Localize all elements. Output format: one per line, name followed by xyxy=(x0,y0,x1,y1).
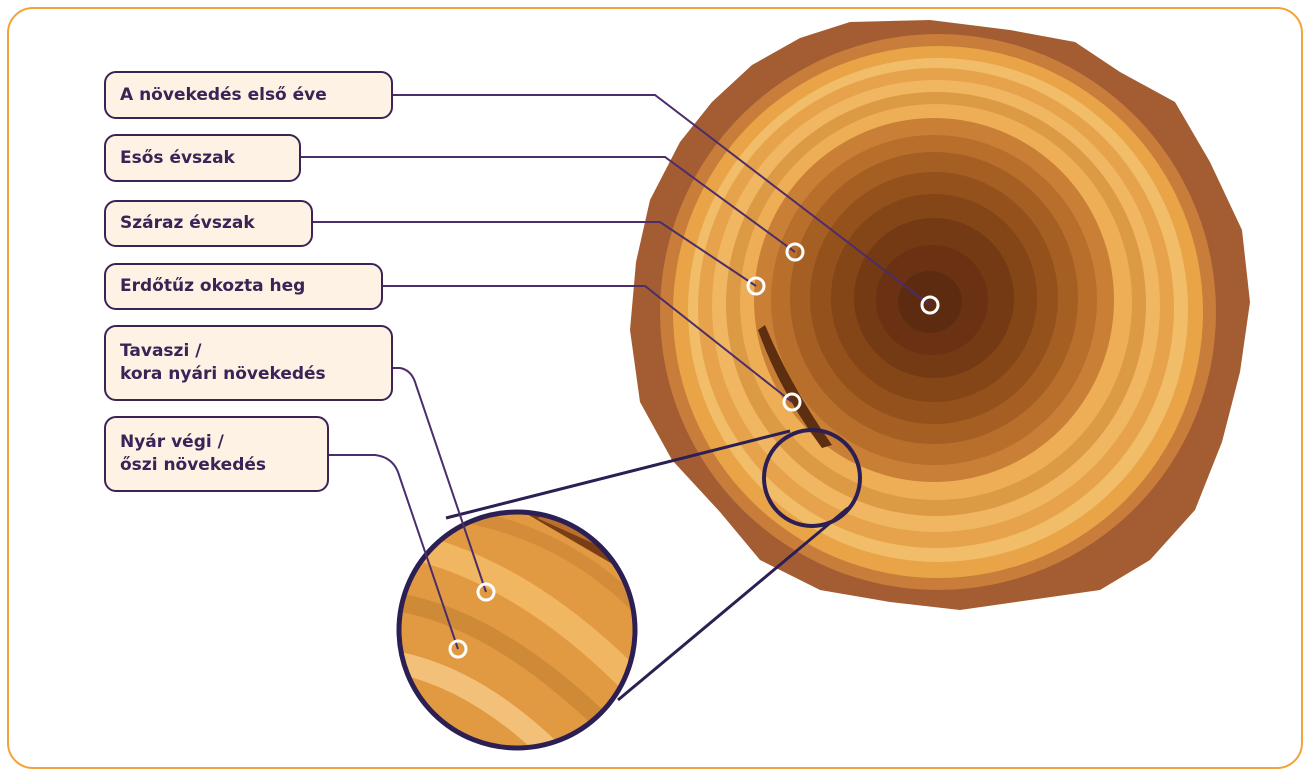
label-autumn-growth: Nyár végi / őszi növekedés xyxy=(104,416,329,492)
pith xyxy=(898,271,962,333)
label-first-year: A növekedés első éve xyxy=(104,71,393,119)
label-spring-growth-line-1: Tavaszi / xyxy=(120,340,377,363)
label-fire-scar: Erdőtűz okozta heg xyxy=(104,263,383,310)
label-rainy-season: Esős évszak xyxy=(104,134,301,182)
label-spring-growth: Tavaszi / kora nyári növekedés xyxy=(104,325,393,401)
label-fire-scar-text: Erdőtűz okozta heg xyxy=(120,275,367,298)
label-autumn-growth-line-1: Nyár végi / xyxy=(120,431,313,454)
label-autumn-growth-line-2: őszi növekedés xyxy=(120,454,313,477)
label-first-year-text: A növekedés első éve xyxy=(120,84,377,107)
label-dry-season: Száraz évszak xyxy=(104,200,313,247)
zoom-detail xyxy=(380,510,650,760)
label-rainy-season-text: Esős évszak xyxy=(120,147,285,170)
label-spring-growth-line-2: kora nyári növekedés xyxy=(120,363,377,386)
tree-cross-section xyxy=(630,20,1250,610)
label-dry-season-text: Száraz évszak xyxy=(120,212,297,235)
zoom-connector xyxy=(618,508,848,700)
